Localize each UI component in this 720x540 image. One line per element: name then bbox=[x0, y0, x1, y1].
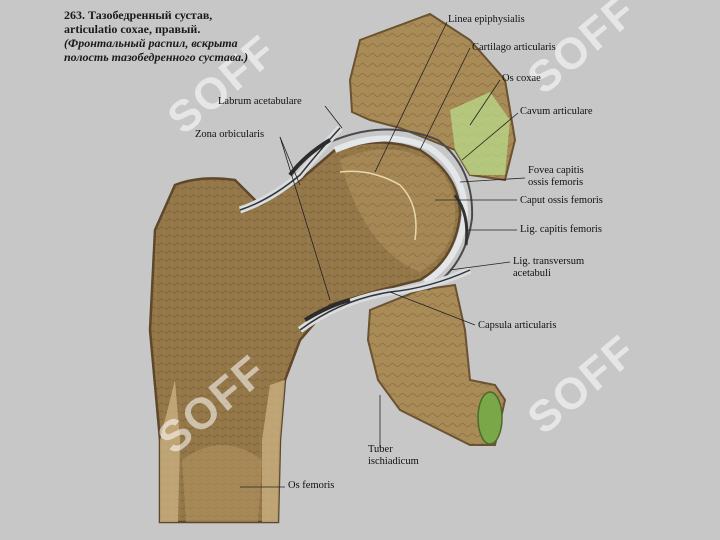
label-capsula-articularis: Capsula articularis bbox=[478, 320, 557, 331]
label-os-femoris: Os femoris bbox=[288, 480, 335, 491]
articular-cartilage bbox=[333, 135, 469, 285]
label-zona-orbicularis: Zona orbicularis bbox=[195, 129, 265, 140]
label-os-coxae: Os coxae bbox=[502, 73, 541, 84]
figure-caption: 263. Тазобедренный сустав, articulatio c… bbox=[64, 8, 314, 64]
label-cartilago-articularis: Cartilago articularis bbox=[472, 42, 556, 53]
ischium-cut-surface bbox=[477, 391, 503, 445]
femur-cortex-right bbox=[262, 380, 285, 522]
zona-orbicularis-band-lower bbox=[303, 298, 351, 322]
leader-lines bbox=[240, 21, 526, 488]
label-tuber-ischiadicum: Tuber ischiadicum bbox=[368, 444, 419, 468]
label-cavum-articulare: Cavum articulare bbox=[520, 106, 593, 117]
label-lig-transversum-line-1: Lig. transversum bbox=[513, 256, 585, 267]
label-fovea-capitis-line-2: ossis femoris bbox=[528, 177, 584, 188]
lig-capitis-femoris-shape bbox=[453, 194, 469, 246]
label-tuber-line-2: ischiadicum bbox=[368, 456, 419, 467]
label-tuber-line-1: Tuber bbox=[368, 444, 393, 455]
joint-cavity bbox=[329, 128, 474, 291]
caption-line-4: полость тазобедренного сустава.) bbox=[64, 50, 249, 64]
label-lig-transversum-acetabuli: Lig. transversum acetabuli bbox=[513, 256, 584, 280]
label-caput-ossis-femoris: Caput ossis femoris bbox=[520, 195, 603, 206]
label-lig-transversum-line-2: acetabuli bbox=[513, 268, 551, 279]
label-fovea-capitis: Fovea capitis ossis femoris bbox=[528, 165, 584, 189]
femur-cortex-left bbox=[160, 380, 180, 522]
label-fovea-capitis-line-1: Fovea capitis bbox=[528, 165, 584, 176]
linea-epiphysialis-line bbox=[339, 170, 417, 241]
caption-line-1: 263. Тазобедренный сустав, bbox=[64, 8, 213, 22]
medullary-cavity bbox=[182, 445, 262, 522]
os-coxae-green-zone bbox=[450, 92, 510, 175]
label-linea-epiphysialis: Linea epiphysialis bbox=[448, 14, 525, 25]
caption-line-3: (Фронтальный распил, вскрыта bbox=[64, 36, 238, 50]
zona-orbicularis-band bbox=[288, 138, 332, 177]
caption-line-2: articulatio coxae, правый. bbox=[64, 22, 201, 36]
label-lig-capitis-femoris: Lig. capitis femoris bbox=[520, 224, 602, 235]
label-labrum-acetabulare: Labrum acetabulare bbox=[218, 96, 302, 107]
caput-ossis-femoris-shape bbox=[340, 149, 456, 272]
